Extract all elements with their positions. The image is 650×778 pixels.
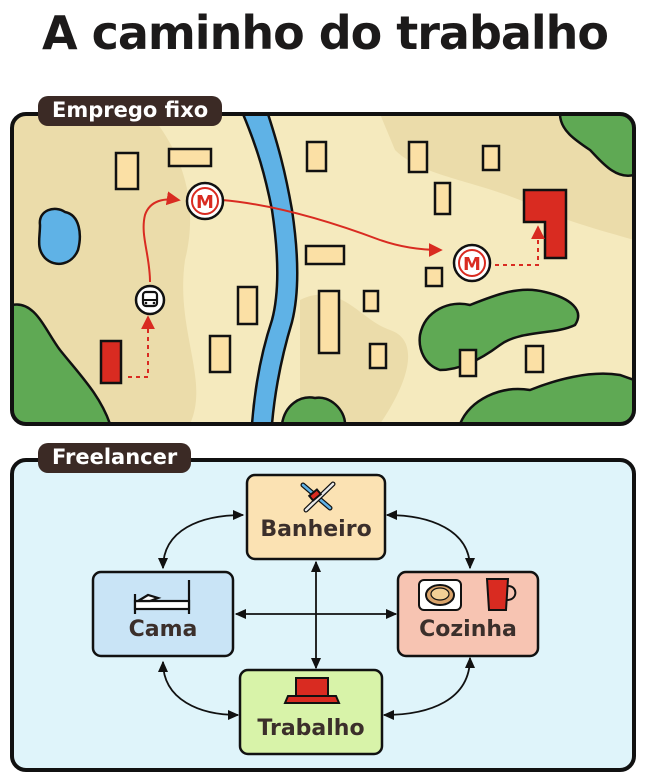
page-title: A caminho do trabalho xyxy=(41,6,609,60)
route-metro xyxy=(221,199,443,257)
bathroom-node xyxy=(245,473,387,561)
bus-stop-icon xyxy=(134,284,166,316)
home-building xyxy=(99,339,123,385)
lake xyxy=(37,207,82,266)
bed-label: Cama xyxy=(128,617,198,642)
work-label: Trabalho xyxy=(257,716,365,741)
bathroom-label: Banheiro xyxy=(260,517,372,542)
metro-icon: M xyxy=(452,243,492,283)
forest xyxy=(280,396,347,424)
forest xyxy=(558,114,634,178)
bed-icon xyxy=(133,580,191,614)
freelancer-tag: Freelancer xyxy=(38,443,192,473)
office-building xyxy=(522,188,568,260)
toast-icon xyxy=(418,579,462,611)
forest xyxy=(458,372,634,424)
route-bus xyxy=(142,191,181,283)
forest xyxy=(12,303,112,424)
map-frame xyxy=(10,112,636,426)
work-node xyxy=(238,668,384,756)
metro-letter: M xyxy=(196,192,214,213)
building xyxy=(458,348,478,378)
toothbrush-icon xyxy=(300,481,336,513)
building xyxy=(368,342,388,370)
route-walk-2 xyxy=(495,225,545,266)
river xyxy=(241,114,299,424)
laptop-icon xyxy=(283,677,341,704)
mug-icon xyxy=(485,578,517,611)
commute-route xyxy=(128,191,545,378)
building xyxy=(208,334,232,374)
building xyxy=(317,289,341,355)
connections xyxy=(157,509,476,721)
arrow-bathroom-kitchen xyxy=(385,509,476,570)
building xyxy=(362,289,380,313)
metro-icon: M xyxy=(185,181,225,221)
kitchen-label: Cozinha xyxy=(419,617,517,642)
building xyxy=(167,147,213,168)
map-panel: M M xyxy=(10,112,636,426)
fixed-job-tag: Emprego fixo xyxy=(38,96,223,126)
building xyxy=(114,151,140,191)
building xyxy=(433,181,452,216)
building xyxy=(524,344,545,374)
route-walk-1 xyxy=(128,315,155,378)
building xyxy=(407,140,429,174)
building xyxy=(305,140,328,173)
metro-letter: M xyxy=(463,254,481,275)
freelancer-panel xyxy=(10,458,636,772)
arrow-bed-bathroom xyxy=(157,509,245,570)
building xyxy=(236,285,259,326)
arrow-bed-work xyxy=(157,660,240,721)
building xyxy=(424,266,444,288)
land-area xyxy=(380,114,634,240)
building xyxy=(481,144,501,172)
building xyxy=(304,244,346,266)
arrow-kitchen-work xyxy=(382,656,476,721)
bed-node xyxy=(91,570,235,658)
buildings xyxy=(114,140,545,378)
